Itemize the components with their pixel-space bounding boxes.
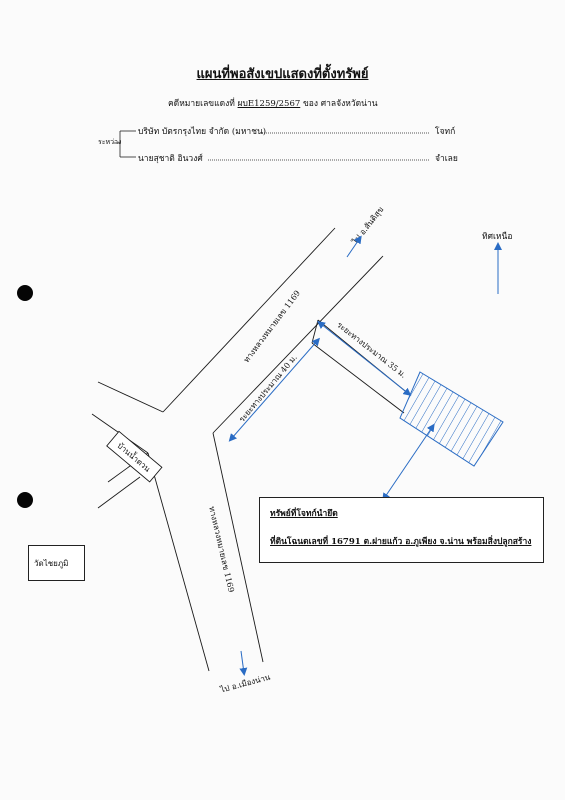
plaintiff-role: โจทก์ [435, 127, 456, 137]
highway-upper-label: ทางหลวงหมายเลข 1169 [242, 289, 302, 365]
property-title: ทรัพย์ที่โจทก์นำยึด [270, 509, 338, 519]
temple-box: วัดไชยภูมิ [28, 545, 85, 581]
parties-bracket [114, 130, 430, 161]
road-lower-right-edge [212, 432, 264, 663]
road-southwest-b [97, 476, 141, 509]
arrow-to-muang-nan [239, 650, 248, 676]
distance-35-label: ระยะทางประมาณ 35 ม. [335, 320, 408, 380]
village-sign: บ้านน้ำตวน [106, 430, 163, 483]
arrow-to-santisuk [346, 235, 362, 258]
property-detail: ที่ดินโฉนดเลขที่ 16791 ต.ฝายแก้ว อ.ภูเพี… [270, 537, 532, 547]
to-santisuk-label: ไป อ.สันติสุข [350, 205, 385, 247]
temple-label: วัดไชยภูมิ [34, 559, 69, 568]
road-west-top [97, 381, 164, 413]
blue-arrows [228, 235, 502, 676]
property-parcel [399, 371, 504, 467]
between-label: ระหว่าง [98, 138, 122, 146]
arrow-distance-35 [317, 320, 412, 396]
punch-hole-top [17, 285, 33, 301]
court-name: ของ ศาลจังหวัดน่าน [302, 99, 378, 109]
arrow-parcel-link [382, 423, 435, 502]
north-label: ทิศเหนือ [482, 232, 513, 242]
defendant-name: นายสุชาติ อินวงศ์ [138, 154, 203, 164]
plaintiff-name: บริษัท บัตรกรุงไทย จำกัด (มหาชน) [138, 127, 267, 137]
road-upper-left-edge [162, 227, 336, 413]
arrow-distance-40 [228, 337, 320, 442]
punch-hole-bottom [17, 492, 33, 508]
to-muang-nan-label: ไป อ.เมืองน่าน [219, 672, 272, 694]
case-number-line: คดีหมายเลขแดงที่ ผบE1259/2567 ของ ศาลจัง… [168, 96, 378, 110]
road-lower-left-edge [147, 452, 210, 672]
page-title: แผนที่พอสังเขปแสดงที่ตั้งทรัพย์ [196, 67, 369, 82]
defendant-role: จำเลย [435, 154, 458, 164]
soi-end-edge [311, 319, 319, 344]
case-prefix: คดีหมายเลขแดงที่ [168, 99, 235, 109]
case-number: ผบE1259/2567 [237, 99, 301, 109]
property-callout: ทรัพย์ที่โจทก์นำยึด ที่ดินโฉนดเลขที่ 167… [259, 497, 544, 563]
